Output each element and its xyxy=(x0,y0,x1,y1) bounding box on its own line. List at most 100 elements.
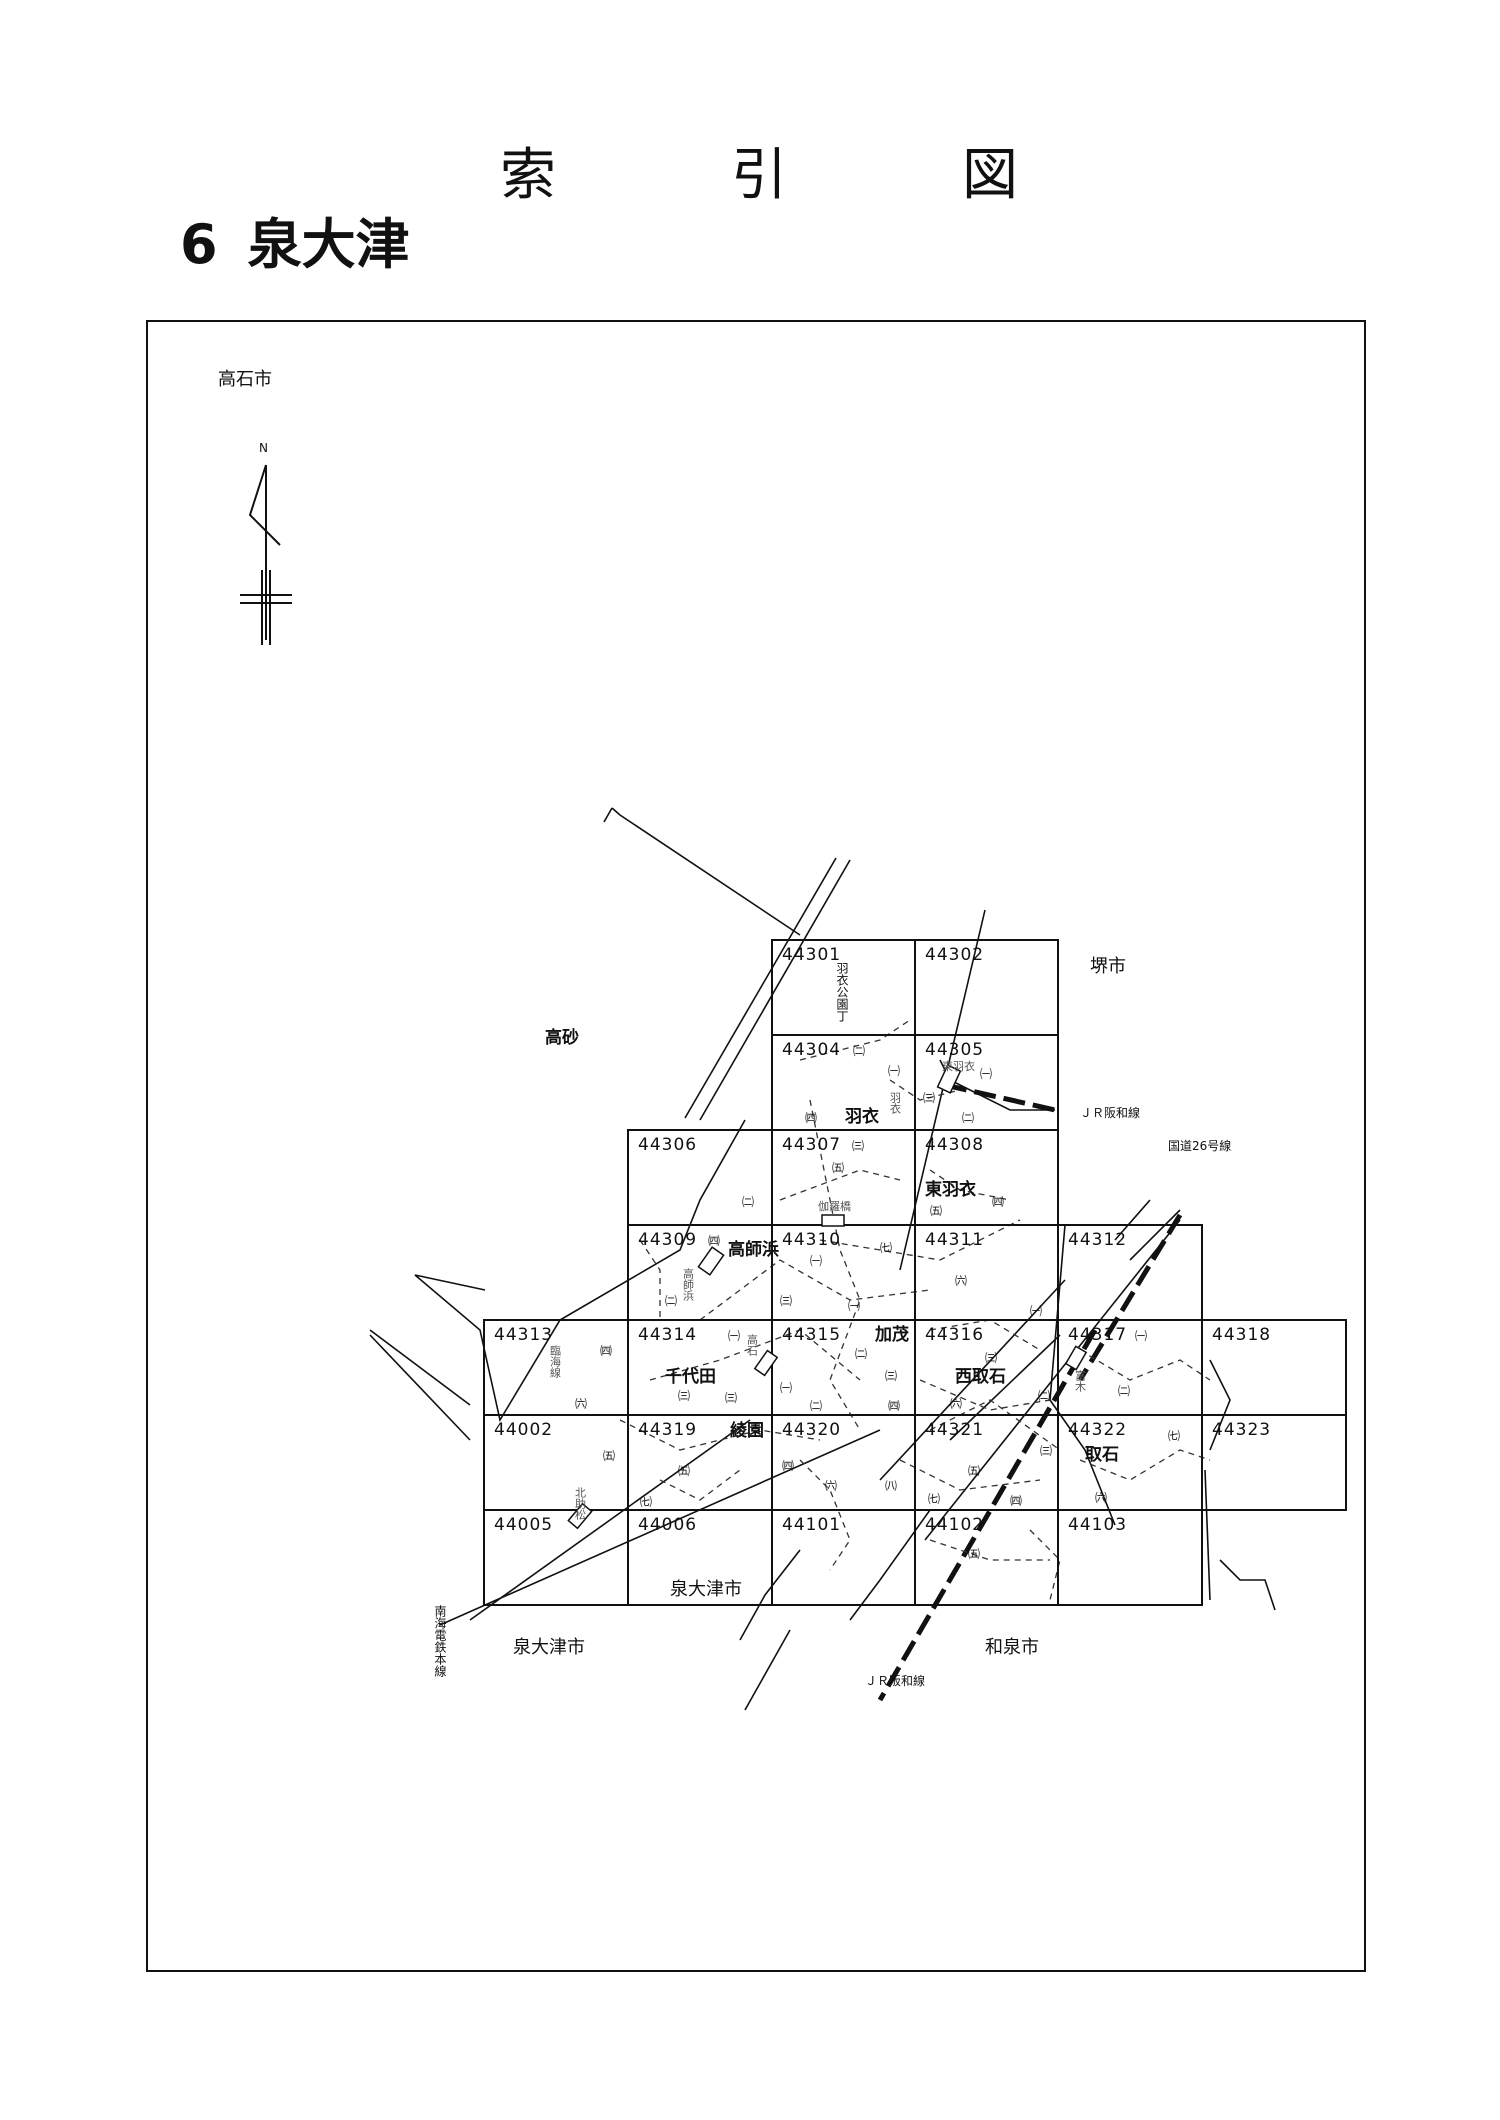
chome-label: ㈡ xyxy=(855,1347,867,1361)
chome-label: ㈠ xyxy=(980,1067,992,1081)
chome-label: ㈤ xyxy=(968,1547,980,1561)
sheet-label: 44302 xyxy=(925,945,984,965)
sheet-labels: 44301 44302 44304 44305 44306 44307 4430… xyxy=(494,945,1271,1535)
north-arrow-icon xyxy=(240,464,292,645)
sheet-label: 44102 xyxy=(925,1515,984,1535)
sheet-label: 44313 xyxy=(494,1325,553,1345)
chome-label: ㈠ xyxy=(1135,1329,1147,1343)
city-izumiotsu-inner: 泉大津市 xyxy=(670,1579,742,1600)
chome-label: ㈣ xyxy=(600,1344,612,1358)
sheet-label: 44309 xyxy=(638,1230,697,1250)
chome-label: ㈤ xyxy=(678,1464,690,1478)
chome-label: ㈣ xyxy=(782,1459,794,1473)
chome-label: ㈦ xyxy=(1168,1429,1180,1443)
takashinohama-station-icon xyxy=(697,1246,725,1276)
chome-label: ㈡ xyxy=(853,1044,865,1058)
chome-label: ㈠ xyxy=(780,1381,792,1395)
jr-hanwa-label-bottom: ＪＲ阪和線 xyxy=(865,1673,925,1688)
sheet-label: 44305 xyxy=(925,1040,984,1060)
chome-label: ㈥ xyxy=(825,1479,837,1493)
sheet-label: 44317 xyxy=(1068,1325,1127,1345)
chome-label: ㈤ xyxy=(968,1464,980,1478)
title-char: 引 xyxy=(731,143,789,208)
sheet-label: 44103 xyxy=(1068,1515,1127,1535)
chome-label: ㈣ xyxy=(888,1399,900,1413)
title-char: 図 xyxy=(962,143,1020,208)
chome-label: ㈢ xyxy=(985,1351,997,1365)
route26-label: 国道26号線 xyxy=(1168,1138,1231,1153)
north-label: N xyxy=(259,441,268,455)
town-block-lines xyxy=(619,1019,1211,1601)
station-kitasukematsu: 北助松 xyxy=(574,1487,587,1520)
chome-label: ㈣ xyxy=(992,1195,1004,1209)
railway-lines xyxy=(877,1082,1183,1702)
chome-label: ㈦ xyxy=(640,1495,652,1509)
place-labels: 高砂 羽衣公園丁 羽衣 東羽衣 高師浜 千代田 加茂 西取石 綾園 取石 羽衣 … xyxy=(545,962,1119,1520)
station-markers xyxy=(567,1064,1088,1530)
chome-label: ㈢ xyxy=(780,1294,792,1308)
chome-label: ㈥ xyxy=(575,1397,587,1411)
garanbashi-station-icon xyxy=(821,1214,845,1227)
chome-label: ㈦ xyxy=(928,1492,940,1506)
chome-labels: ㈡ ㈠ ㈠ ㈢ ㈣ ㈡ ㈢ ㈤ ㈡ ㈣ ㈤ ㈣ ㈦ ㈠ ㈥ ㈡ ㈢ ㈠ ㈠ ㈠ … xyxy=(575,1044,1180,1561)
sheet-label: 44318 xyxy=(1212,1325,1271,1345)
sheet-grid xyxy=(483,939,1347,1606)
station-garanbashi: 伽羅橋 xyxy=(818,1199,851,1213)
chome-label: ㈣ xyxy=(708,1234,720,1248)
chome-label: ㈢ xyxy=(923,1091,935,1105)
chome-label: ㈠ xyxy=(848,1299,860,1313)
line-labels: ＪＲ阪和線 ＪＲ阪和線 国道26号線 南海電鉄本線 xyxy=(433,1105,1231,1688)
place-ayazono: 綾園 xyxy=(730,1420,764,1441)
sheet-label: 44316 xyxy=(925,1325,984,1345)
chome-label: ㈤ xyxy=(603,1449,615,1463)
place-hagoromo-park: 羽衣公園丁 xyxy=(835,962,849,1022)
title-char: 索 xyxy=(500,143,558,208)
chome-label: ㈡ xyxy=(1118,1384,1130,1398)
chome-label: ㈠ xyxy=(728,1329,740,1343)
sheet-label: 44320 xyxy=(782,1420,841,1440)
boundary-lines xyxy=(369,807,1276,1711)
takaishi-station-icon xyxy=(753,1349,779,1377)
sheet-label: 44314 xyxy=(638,1325,697,1345)
place-takashinohama: 高師浜 xyxy=(728,1239,779,1260)
sheet-label: 44101 xyxy=(782,1515,841,1535)
rinkai-line-label: 臨海線 xyxy=(549,1345,562,1378)
chome-label: ㈦ xyxy=(880,1241,892,1255)
place-higashi-hagoromo: 東羽衣 xyxy=(925,1179,976,1200)
city-takaishi: 高石市 xyxy=(218,369,272,390)
sheet-label: 44319 xyxy=(638,1420,697,1440)
sheet-label: 44310 xyxy=(782,1230,841,1250)
place-chiyoda: 千代田 xyxy=(665,1366,716,1387)
place-hagoromo: 羽衣 xyxy=(845,1106,879,1127)
chome-label: ㈥ xyxy=(950,1397,962,1411)
city-izumi: 和泉市 xyxy=(985,1637,1039,1658)
chome-label: ㈠ xyxy=(810,1254,822,1268)
chome-label: ㈢ xyxy=(852,1139,864,1153)
city-labels: 高石市 堺市 泉大津市 泉大津市 和泉市 xyxy=(218,369,1126,1658)
jr-hanwa-label-top: ＪＲ阪和線 xyxy=(1080,1105,1140,1120)
hagoromo-station-icon xyxy=(936,1064,962,1094)
station-higashi-hagoromo: 東羽衣 xyxy=(942,1059,975,1073)
chome-label: ㈢ xyxy=(678,1389,690,1403)
place-kamo: 加茂 xyxy=(874,1324,909,1345)
chome-label: ㈣ xyxy=(1010,1494,1022,1508)
sheet-label: 44005 xyxy=(494,1515,553,1535)
index-map-title: 索 引 図 xyxy=(500,130,1020,211)
chome-label: ㈡ xyxy=(665,1294,677,1308)
sheet-label: 44308 xyxy=(925,1135,984,1155)
place-takasago: 高砂 xyxy=(545,1027,579,1048)
chome-label: ㈡ xyxy=(742,1195,754,1209)
kitasukematsu-station-icon xyxy=(567,1502,593,1530)
sheet-name: 泉大津 xyxy=(247,213,410,276)
sheet-label: 44304 xyxy=(782,1040,841,1060)
sheet-label: 44306 xyxy=(638,1135,697,1155)
sheet-label: 44312 xyxy=(1068,1230,1127,1250)
station-takaishi: 高石 xyxy=(746,1333,759,1356)
chome-label: ㈢ xyxy=(725,1391,737,1405)
chome-label: ㈤ xyxy=(930,1204,942,1218)
place-toriishi: 取石 xyxy=(1085,1445,1119,1465)
sheet-label: 44002 xyxy=(494,1420,553,1440)
place-nishi-toriishi: 西取石 xyxy=(955,1367,1006,1387)
chome-label: ㈡ xyxy=(962,1111,974,1125)
